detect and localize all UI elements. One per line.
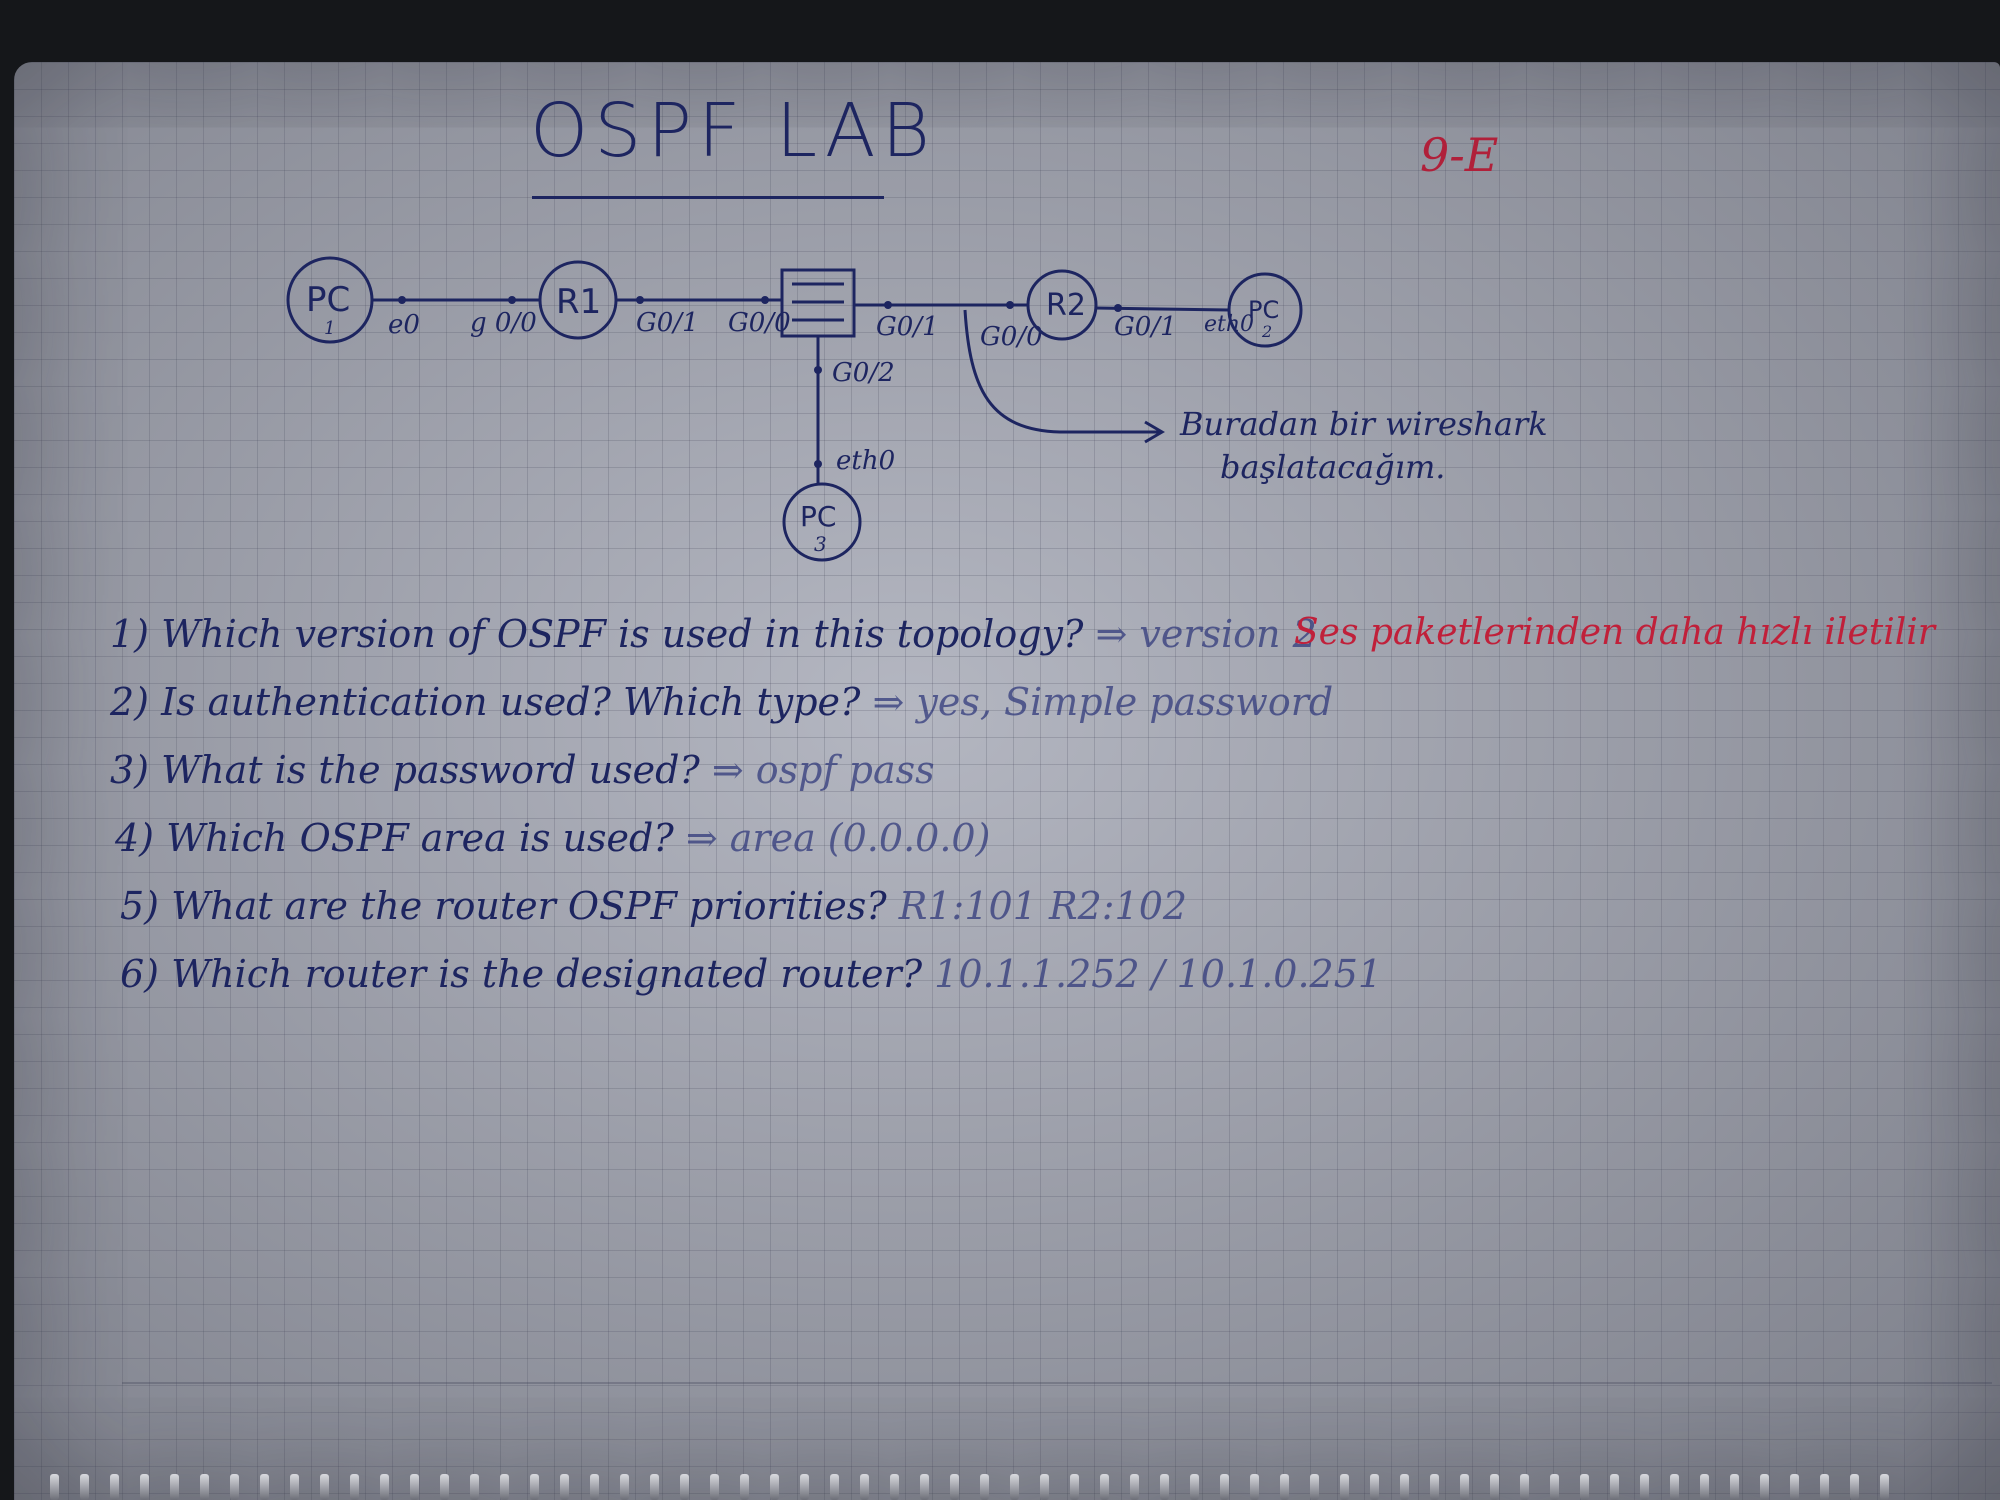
r2-label: R2 bbox=[1046, 288, 1086, 323]
question-text: 2) Is authentication used? Which type? bbox=[110, 680, 861, 724]
wireshark-arrow bbox=[963, 309, 1160, 434]
switch-down-interface: G0/2 bbox=[832, 358, 895, 388]
r1-left-interface: g 0/0 bbox=[470, 308, 537, 338]
question-text: 5) What are the router OSPF priorities? bbox=[120, 884, 887, 928]
pc3-label: PC bbox=[800, 500, 837, 533]
r1-right-interface: G0/1 bbox=[636, 308, 699, 338]
question-6: 6) Which router is the designated router… bbox=[120, 952, 1382, 996]
switch-left-interface: G0/0 bbox=[728, 308, 791, 338]
r2-left-interface: G0/0 bbox=[980, 322, 1043, 352]
answer-text: ⇒ version 2 bbox=[1095, 612, 1317, 656]
answer-1-note: Ses paketlerinden daha hızlı iletilir bbox=[1294, 612, 1935, 653]
answer-text: ⇒ area (0.0.0.0) bbox=[685, 816, 991, 860]
answer-text: R1:101 R2:102 bbox=[898, 884, 1188, 928]
pc3-number: 3 bbox=[814, 532, 827, 556]
answer-text: 10.1.1.252 / 10.1.0.251 bbox=[934, 952, 1383, 996]
pc2-number: 2 bbox=[1262, 322, 1273, 341]
pc3-interface: eth0 bbox=[836, 446, 896, 476]
r2-right-interface: G0/1 bbox=[1114, 312, 1177, 342]
pc3-node bbox=[782, 482, 862, 562]
question-5: 5) What are the router OSPF priorities? … bbox=[120, 884, 1187, 928]
wireshark-note-line1: Buradan bir wireshark bbox=[1180, 405, 1548, 443]
pc1-number: 1 bbox=[324, 318, 336, 339]
pc1-interface: e0 bbox=[388, 310, 420, 340]
question-4: 4) Which OSPF area is used? ⇒ area (0.0.… bbox=[115, 816, 990, 860]
question-text: 1) Which version of OSPF is used in this… bbox=[110, 612, 1084, 656]
r1-label: R1 bbox=[556, 282, 602, 322]
notebook-page bbox=[14, 62, 2000, 1500]
answer-text: ⇒ ospf pass bbox=[711, 748, 935, 792]
page-title: OSPF LAB bbox=[530, 88, 936, 174]
question-text: 3) What is the password used? bbox=[110, 748, 700, 792]
wireshark-note-line2: başlatacağım. bbox=[1220, 448, 1446, 486]
question-2: 2) Is authentication used? Which type? ⇒… bbox=[110, 680, 1333, 724]
question-text: 6) Which router is the designated router… bbox=[120, 952, 923, 996]
title-underline bbox=[532, 196, 884, 199]
spiral-binding bbox=[0, 1460, 2000, 1500]
pc1-label: PC bbox=[306, 280, 351, 320]
pc2-interface: eth0 bbox=[1204, 312, 1255, 337]
answer-text: ⇒ yes, Simple password bbox=[872, 680, 1334, 724]
pc2-label: PC bbox=[1248, 296, 1280, 324]
corner-mark: 9-E bbox=[1420, 128, 1499, 182]
grid-area bbox=[122, 192, 1992, 1384]
switch-right-interface: G0/1 bbox=[876, 312, 939, 342]
question-text: 4) Which OSPF area is used? bbox=[115, 816, 674, 860]
question-3: 3) What is the password used? ⇒ ospf pas… bbox=[110, 748, 935, 792]
question-1: 1) Which version of OSPF is used in this… bbox=[110, 612, 1317, 656]
